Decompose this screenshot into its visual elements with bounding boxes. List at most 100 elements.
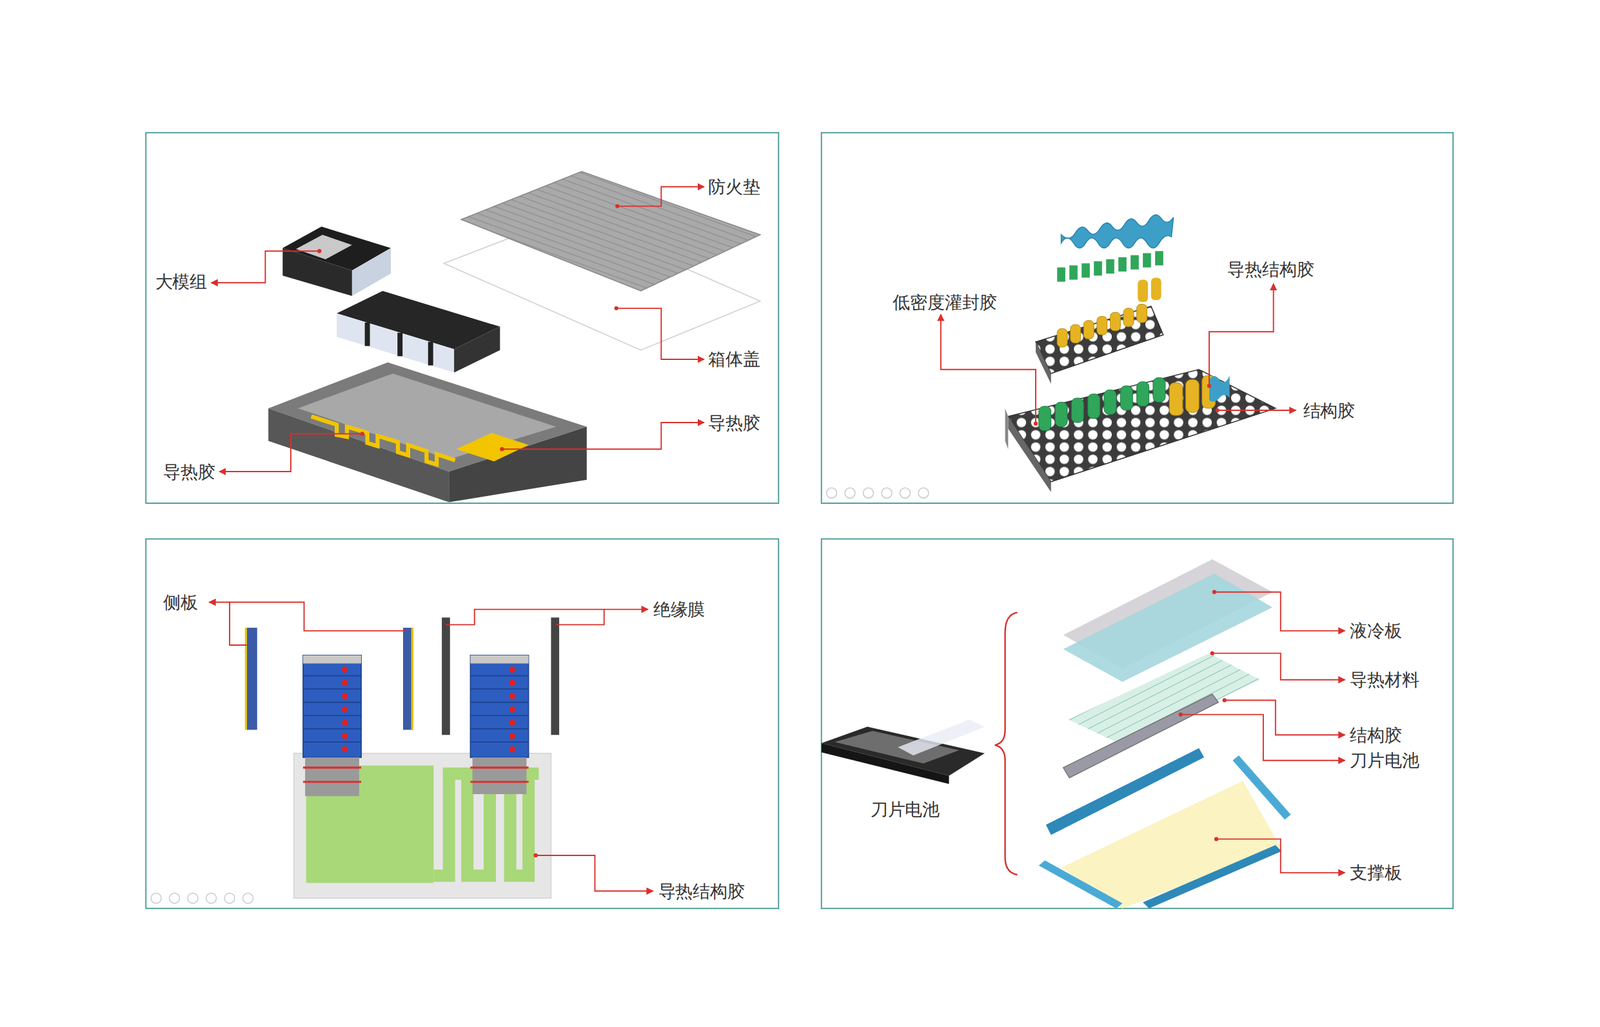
- stack-line: [303, 714, 362, 716]
- band: [470, 780, 529, 783]
- leader-dot: [533, 853, 538, 858]
- cell-row: [1038, 377, 1166, 431]
- cell: [1110, 312, 1121, 331]
- stack-cap: [470, 655, 529, 664]
- cell: [1136, 304, 1148, 323]
- leader-line: [1214, 592, 1346, 631]
- toolbar-icon: [243, 892, 254, 903]
- part-label: 低密度灌封胶: [892, 292, 997, 313]
- module-separator: [397, 332, 403, 356]
- cell: [1106, 259, 1115, 274]
- cell: [1130, 255, 1139, 270]
- toolbar-icon: [826, 487, 838, 498]
- module-separator: [365, 322, 371, 346]
- cell: [1104, 389, 1117, 415]
- stack-line: [470, 714, 529, 716]
- cooling-plate: [1063, 573, 1273, 682]
- leader-line: [1224, 699, 1346, 735]
- leader-group: [1180, 592, 1346, 873]
- cell: [1056, 328, 1068, 347]
- part-label: 结构胶: [1349, 724, 1403, 745]
- blade-cells: [897, 719, 985, 756]
- terminal: [341, 666, 348, 672]
- terminal: [509, 679, 516, 686]
- thermal-glue-serpentine: [311, 416, 456, 465]
- tray-front: [268, 408, 449, 503]
- stack-line: [470, 728, 529, 730]
- honeycomb-tray: [1007, 369, 1276, 482]
- leader-dot: [317, 248, 322, 253]
- leader-dot: [1210, 650, 1215, 655]
- part-label: 大模组: [155, 271, 208, 293]
- band: [470, 766, 529, 769]
- side-plate: [403, 627, 414, 730]
- cell: [1142, 252, 1152, 267]
- part-label: 支撑板: [1349, 862, 1403, 883]
- panel-frame: [145, 538, 779, 909]
- leader-dot: [1222, 697, 1227, 702]
- cell: [1136, 381, 1150, 407]
- tray-wall: [1005, 408, 1009, 449]
- leader-line: [940, 314, 1036, 424]
- base-plate: [294, 753, 552, 899]
- terminal: [341, 719, 348, 726]
- side-plate-edge: [245, 627, 247, 730]
- cell-stack: [470, 655, 529, 794]
- toolbar-icons: [826, 487, 929, 498]
- cell: [1093, 261, 1103, 276]
- stack-line: [470, 675, 529, 677]
- terminal: [341, 706, 348, 712]
- terminal: [509, 706, 516, 712]
- cell: [1081, 263, 1090, 278]
- leader-dot: [1214, 408, 1219, 413]
- toolbar-icons: [150, 892, 253, 903]
- part-label: 导热结构胶: [658, 880, 745, 901]
- cell: [1151, 277, 1162, 300]
- cooling-strip: [1061, 214, 1174, 249]
- cell: [1071, 397, 1084, 423]
- tray-wall: [1035, 341, 1052, 384]
- cooling-strip: [1209, 375, 1230, 402]
- tray-side: [448, 426, 587, 502]
- leader-dot: [1212, 590, 1217, 594]
- part-label: 刀片电池: [1349, 750, 1420, 771]
- toolbar-icon: [150, 892, 162, 903]
- leader-line: [616, 308, 705, 360]
- leader-group: [211, 187, 705, 472]
- leader-dot: [360, 431, 365, 436]
- leader-line: [501, 422, 704, 449]
- terminal: [341, 732, 348, 739]
- terminal: [341, 692, 348, 699]
- part-label: 导热材料: [1349, 669, 1420, 691]
- cell: [1169, 382, 1183, 416]
- cell: [1069, 265, 1078, 280]
- blade-pack-side: [821, 742, 950, 784]
- leader-line: [1216, 839, 1345, 873]
- part-label: 绝缘膜: [653, 599, 706, 620]
- thermal-glue-pad: [455, 432, 529, 462]
- part-label: 导热胶: [163, 461, 216, 482]
- fire-mat: [461, 171, 761, 291]
- terminal-dots: [341, 666, 516, 752]
- band: [303, 766, 362, 769]
- stack-line: [303, 701, 362, 703]
- cell: [1185, 379, 1200, 413]
- stack-base: [472, 757, 527, 794]
- brace: [995, 612, 1018, 875]
- leader-line: [211, 250, 320, 283]
- cell: [1155, 250, 1164, 266]
- stack-line: [303, 728, 362, 730]
- terminal: [509, 666, 516, 672]
- leader-line: [535, 855, 654, 891]
- part-label: 导热胶: [708, 412, 761, 433]
- cell-row: [1169, 375, 1215, 416]
- insulation-film: [550, 617, 560, 735]
- part-label: 刀片电池: [870, 799, 941, 820]
- terminal: [341, 746, 348, 752]
- stack-line: [470, 688, 529, 690]
- toolbar-icon: [844, 487, 856, 498]
- leader-dot: [499, 446, 504, 451]
- leader-dot: [1214, 836, 1219, 841]
- leader-line: [555, 609, 604, 625]
